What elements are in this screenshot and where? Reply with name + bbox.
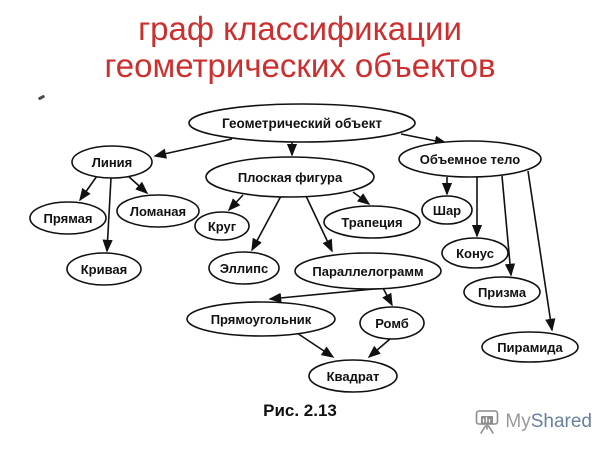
- node-label: Круг: [208, 219, 237, 234]
- ellipse-shape: [359, 306, 425, 340]
- ellipse-shape: [308, 359, 398, 393]
- ellipse-shape: [194, 211, 250, 241]
- presentation-easel-icon: [476, 410, 499, 434]
- ellipse-shape: [71, 145, 153, 179]
- ellipse-shape: [323, 205, 421, 239]
- node-square: Квадрат: [308, 359, 398, 393]
- node-plane-figure: Плоская фигура: [205, 156, 375, 198]
- ellipse-shape: [481, 331, 579, 363]
- slide-title-line2: геометрических объектов: [104, 47, 496, 84]
- node-label: Конус: [456, 246, 494, 261]
- node-label: Эллипс: [220, 261, 269, 276]
- node-ellipse: Эллипс: [208, 251, 280, 285]
- myshared-watermark-link[interactable]: MyShared: [474, 408, 592, 436]
- edge-rectangle-square: [296, 332, 335, 358]
- node-curve: Кривая: [66, 252, 142, 286]
- node-circle: Круг: [194, 211, 250, 241]
- node-label: Ломаная: [130, 204, 186, 219]
- node-rhombus: Ромб: [359, 306, 425, 340]
- node-rectangle: Прямоугольник: [186, 301, 336, 337]
- node-parallelogram: Параллелограмм: [294, 252, 442, 290]
- ellipse-shape: [29, 201, 107, 235]
- node-prism: Призма: [463, 276, 541, 308]
- edge-plane-figure-circle: [227, 194, 244, 212]
- ellipse-shape: [441, 237, 509, 269]
- node-pyramid: Пирамида: [481, 331, 579, 363]
- slide-title: граф классификации геометрических объект…: [0, 10, 600, 84]
- edge-parallelogram-rhombus: [382, 287, 393, 307]
- node-label: Прямая: [44, 211, 93, 226]
- slide-title-line1: граф классификации: [138, 10, 462, 47]
- edge-line-curve: [102, 177, 113, 253]
- node-straight: Прямая: [29, 201, 107, 235]
- node-label: Геометрический объект: [222, 116, 382, 131]
- ellipse-shape: [463, 276, 541, 308]
- node-sphere: Шар: [421, 195, 473, 225]
- node-solid-body: Объемное тело: [398, 140, 542, 178]
- watermark-shared: Shared: [530, 411, 592, 432]
- edge-solid-body-pyramid: [527, 170, 556, 332]
- ellipse-shape: [186, 301, 336, 337]
- edge-rhombus-square: [367, 338, 391, 359]
- node-label: Трапеция: [341, 215, 402, 230]
- node-label: Шар: [433, 203, 461, 218]
- node-label: Квадрат: [327, 369, 380, 384]
- ellipse-shape: [421, 195, 473, 225]
- node-geometric-object: Геометрический объект: [188, 103, 416, 143]
- ellipse-shape: [208, 251, 280, 285]
- ellipse-shape: [205, 156, 375, 198]
- node-label: Призма: [478, 285, 527, 300]
- node-label: Плоская фигура: [238, 170, 343, 185]
- watermark-text: MyShared: [505, 411, 592, 433]
- edge-line-polyline: [127, 175, 149, 195]
- node-label: Параллелограмм: [312, 264, 423, 279]
- node-polyline: Ломаная: [116, 194, 200, 228]
- edge-plane-figure-ellipse: [251, 195, 282, 252]
- ellipse-shape: [294, 252, 442, 290]
- edge-solid-body-prism: [501, 175, 516, 277]
- node-label: Пирамида: [497, 340, 563, 355]
- node-label: Объемное тело: [420, 152, 520, 167]
- edge-plane-figure-parallelogram: [305, 195, 333, 253]
- ellipse-shape: [188, 103, 416, 143]
- edge-geometric-object-line: [153, 138, 233, 159]
- watermark-my: My: [505, 411, 531, 432]
- node-label: Линия: [92, 155, 133, 170]
- figure-caption: Рис. 2.13: [263, 401, 337, 420]
- ellipse-shape: [66, 252, 142, 286]
- edge-plane-figure-trapezoid: [352, 191, 371, 205]
- node-line: Линия: [71, 145, 153, 179]
- node-label: Ромб: [375, 316, 409, 331]
- edge-line-straight: [79, 175, 98, 202]
- node-label: Кривая: [81, 262, 128, 277]
- ellipse-shape: [398, 140, 542, 178]
- node-label: Прямоугольник: [211, 312, 312, 327]
- edge-geometric-object-solid-body: [400, 133, 448, 146]
- ellipse-shape: [116, 194, 200, 228]
- node-trapezoid: Трапеция: [323, 205, 421, 239]
- node-cone: Конус: [441, 237, 509, 269]
